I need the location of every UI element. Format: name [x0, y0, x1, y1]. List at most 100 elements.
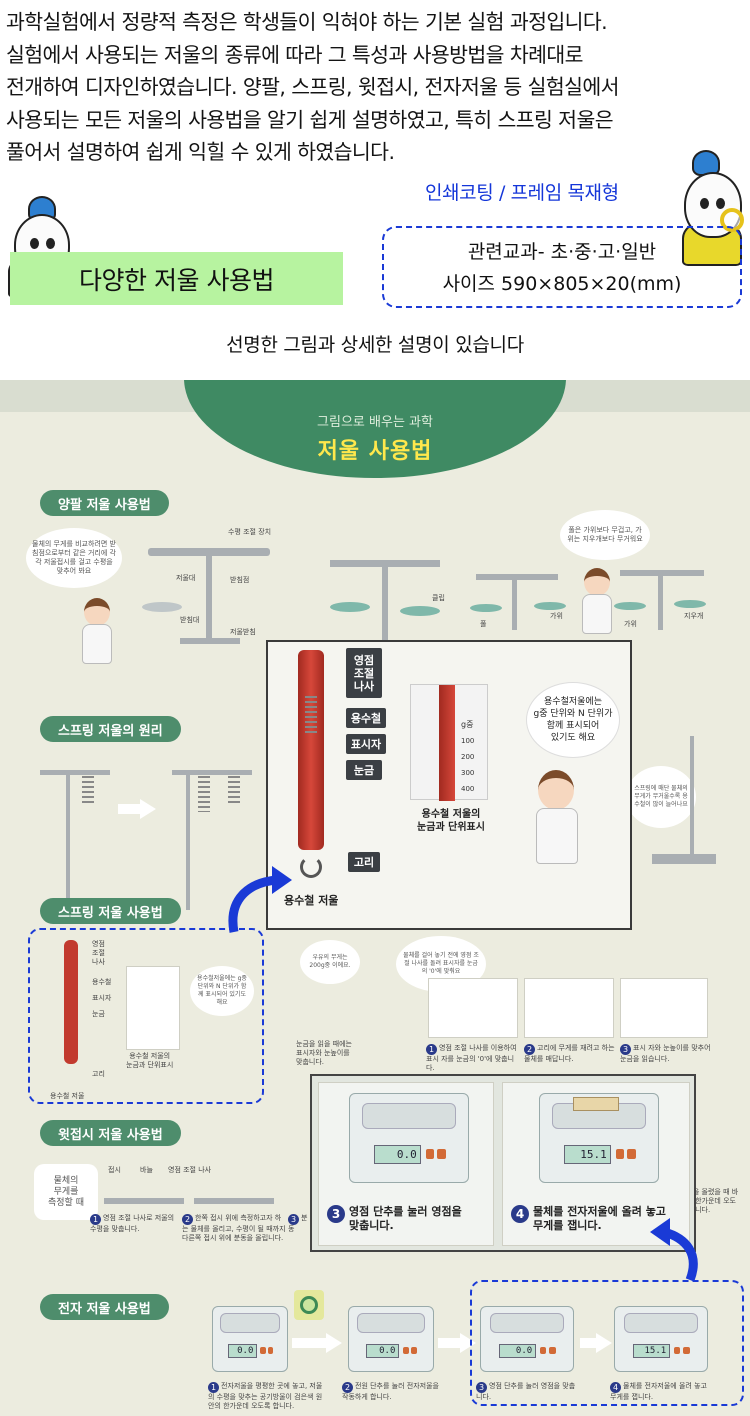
spring-use-reading: 눈금을 읽을 때에는 표시자와 눈높이를 맞춥니다.	[296, 1040, 352, 1066]
intro-line-3: 전개하여 디자인하였습니다. 양팔, 스프링, 윗접시, 전자저울 등 실험실에…	[6, 75, 619, 99]
spring-stand-1-pole	[66, 770, 70, 910]
spring-stand-3-base	[652, 854, 716, 864]
zoom-label-spring: 용수철	[346, 708, 386, 728]
spring-use-highlight	[28, 928, 264, 1104]
balance4-pan-left	[614, 602, 646, 610]
balance-label-needle: 받침점	[230, 576, 250, 584]
balance-label-beam: 저울대	[176, 574, 196, 582]
spring-step-3-card	[620, 978, 708, 1038]
section-spring-use: 스프링 저울 사용법	[40, 898, 181, 924]
zoom-unit: g중	[461, 720, 474, 729]
spec-size: 사이즈 590×805×20(mm)	[442, 273, 682, 295]
intro-line-1: 과학실험에서 정량적 측정은 학생들이 익혀야 하는 기본 실험 과정입니다.	[6, 10, 608, 34]
poster-subtitle: 그림으로 배우는 과학	[317, 415, 433, 430]
spring-use-bubble: 용수철저울에는 g중 단위와 N 단위가 함께 표시되어 있기도 해요	[190, 966, 254, 1016]
zoom-tick-100: 100	[461, 737, 475, 745]
intro-line-5: 풀어서 설명하여 쉽게 익힐 수 있게 하였습니다.	[6, 140, 395, 164]
balance-label-pan-l: 풀	[480, 620, 487, 628]
top-pan-label-needle: 바늘	[140, 1166, 153, 1174]
balance-label-zero: 수평 조절 장치	[228, 528, 272, 536]
spring-use-bubble-milk: 우유의 무게는 200g중 이에요.	[300, 940, 360, 984]
balance2-pan-right	[400, 606, 440, 616]
zoom-caption-main: 용수철 저울	[284, 894, 339, 907]
spring-coil-3-icon	[228, 776, 240, 804]
print-type: 인쇄코팅 / 프레임 목재형	[425, 182, 619, 204]
section-top-pan: 윗접시 저울 사용법	[40, 1120, 181, 1146]
poster-image: 그림으로 배우는 과학 저울 사용법 양팔 저울 사용법 물체의 무게를 비교하…	[0, 380, 750, 1416]
spring-scale-zoom: 영점 조절 나사 용수철 표시자 눈금 고리 용수철 저울 g중 100 200…	[266, 640, 632, 930]
intro-line-4: 사용되는 모든 저울의 사용법을 알기 쉽게 설명하였고, 특히 스프링 저울은	[6, 107, 614, 132]
spring-stand-2-pole	[186, 770, 190, 910]
zoom-label-hook: 고리	[348, 852, 380, 872]
electronic-scale-3: 0.0	[480, 1306, 574, 1372]
balance3-pillar	[512, 574, 517, 630]
poster-title: 저울 사용법	[317, 439, 433, 464]
zoom-label-scale: 눈금	[346, 760, 382, 780]
zoom-tick-400: 400	[461, 785, 475, 793]
top-pan-balance-2	[194, 1198, 274, 1204]
top-pan-balance-1	[104, 1198, 184, 1204]
spring-scale-hook-icon	[300, 856, 322, 878]
spring-scale-coil-icon	[305, 696, 317, 736]
balance-label-pan-r: 가위	[550, 612, 563, 620]
balance-label-stand: 저울받침	[230, 628, 256, 636]
balance3-beam	[476, 574, 558, 580]
balance-label-eraser: 지우개	[684, 612, 704, 620]
balance-label-pan-r2: 가위	[624, 620, 637, 628]
balance-pan-left	[142, 602, 182, 612]
spring-stand-3-pole	[690, 736, 694, 860]
section-electronic: 전자 저울 사용법	[40, 1294, 169, 1320]
arrow-1-body	[118, 804, 140, 814]
spring-use-label-indicator: 표시자	[92, 994, 112, 1002]
balance2-pillar	[382, 560, 388, 640]
spring-use-caption-scale: 용수철 저울의 눈금과 단위표시	[126, 1052, 174, 1069]
girl-figure-icon	[80, 598, 114, 668]
spring-use-label-scale: 눈금	[92, 1010, 105, 1018]
spec-box: 관련교과- 초·중·고·일반 사이즈 590×805×20(mm)	[382, 226, 742, 308]
badge-title: 다양한 저울 사용법	[10, 252, 343, 305]
zoom-tick-200: 200	[461, 753, 475, 761]
zoom-scale-closeup: g중 100 200 300 400	[410, 684, 488, 801]
spring-scale-small-icon	[64, 940, 78, 1064]
zoom-step3-caption: 3 영점 단추를 눌러 영점을 맞춥니다.	[327, 1205, 462, 1233]
section-spring-principle: 스프링 저울의 원리	[40, 716, 181, 742]
balance-bubble-left: 물체의 무게를 비교하려면 받침점으로부터 같은 거리에 각각 저울접시를 걸고…	[26, 528, 122, 588]
zoom-label-indicator: 표시자	[346, 734, 386, 754]
spring-step-1-card	[428, 978, 518, 1038]
zoom-step3-card: 0.0 3 영점 단추를 눌러 영점을 맞춥니다.	[318, 1082, 494, 1246]
spring-stand-2	[172, 770, 252, 775]
electronic-scale-1: 0.0	[212, 1306, 288, 1372]
balance-label-pointer: 받침대	[180, 616, 200, 624]
spring-use-caption-main: 용수철 저울	[50, 1092, 85, 1100]
spring-stand-1	[40, 770, 110, 775]
balance-base	[180, 638, 240, 644]
balance-bubble-right: 풀은 가위보다 무겁고, 가위는 지우개보다 무거워요	[560, 510, 650, 560]
spring-use-scale-closeup	[126, 966, 180, 1050]
section-balance: 양팔 저울 사용법	[40, 490, 169, 516]
arrow-e2-icon	[460, 1333, 476, 1353]
top-pan-label-plate: 접시	[108, 1166, 121, 1174]
arrow-1-icon	[140, 799, 156, 819]
zoom-caption-scale: 용수철 저울의 눈금과 단위표시	[417, 809, 485, 833]
zoom-step4-caption: 4 물체를 전자저울에 올려 놓고 무게를 잽니다.	[511, 1205, 666, 1233]
zoom-bubble: 용수철저울에는 g중 단위와 N 단위가 함께 표시되어 있기도 해요	[526, 682, 620, 758]
spring-coil-2-icon	[198, 776, 210, 812]
intro-line-2: 실험에서 사용되는 저울의 종류에 따라 그 특성과 사용방법을 차례대로	[6, 42, 583, 67]
spec-subjects: 관련교과- 초·중·고·일반	[467, 241, 657, 263]
zoom-scale-3: 0.0	[349, 1093, 469, 1183]
spring-coil-1-icon	[82, 776, 94, 804]
spring-use-label-spring: 용수철	[92, 978, 112, 986]
zoom-label-zero: 영점 조절 나사	[346, 648, 382, 698]
girl-figure-2-icon	[580, 568, 614, 638]
arrow-e1-body	[292, 1338, 328, 1348]
